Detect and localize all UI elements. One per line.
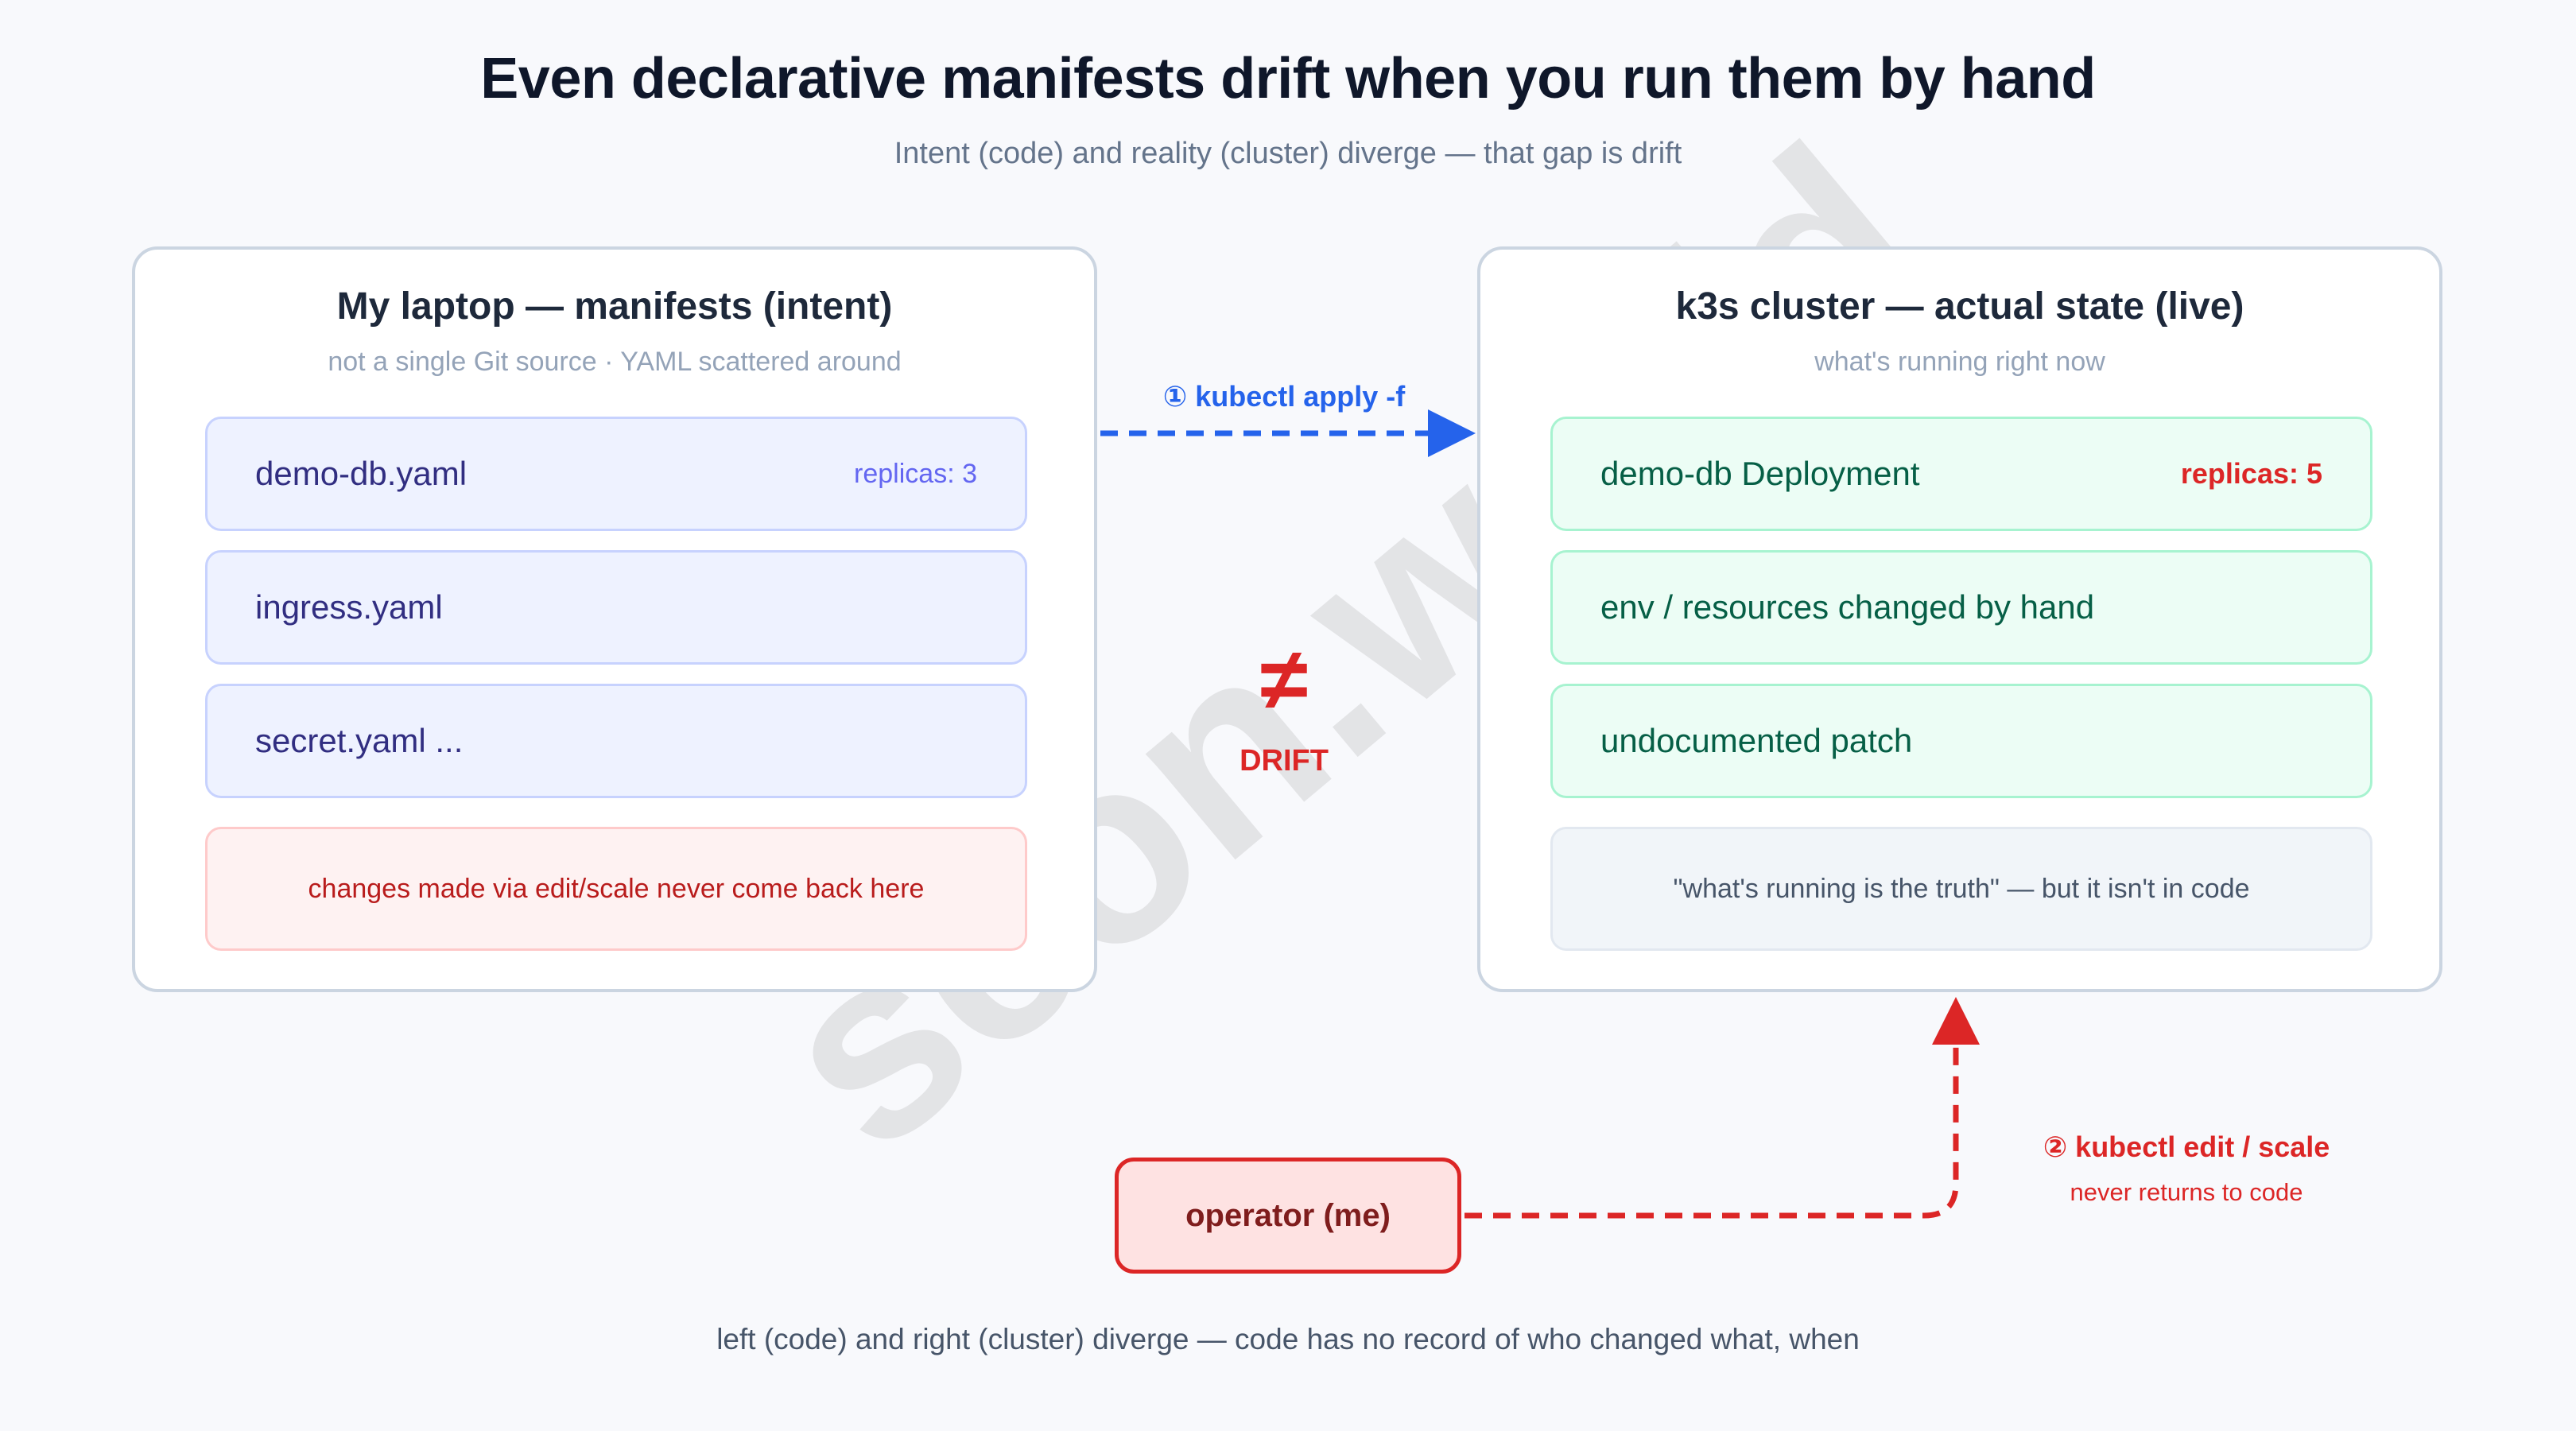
- manifest-item-ingress: ingress.yaml: [205, 550, 1027, 665]
- cluster-item-label: undocumented patch: [1600, 722, 1913, 759]
- laptop-note-text: changes made via edit/scale never come b…: [308, 873, 925, 904]
- cluster-replicas: replicas: 5: [2180, 457, 2322, 490]
- cluster-note-text: "what's running is the truth" — but it i…: [1673, 873, 2250, 904]
- manifest-item-label: ingress.yaml: [255, 588, 443, 626]
- cluster-item-label: env / resources changed by hand: [1600, 588, 2095, 626]
- manifest-item-secret: secret.yaml ...: [205, 684, 1027, 798]
- edit-arrow-note: never returns to code: [2070, 1178, 2303, 1206]
- edit-arrow-label: ② kubectl edit / scale: [2043, 1130, 2330, 1163]
- cluster-panel-subtitle: what's running right now: [1814, 347, 2105, 377]
- cluster-note: "what's running is the truth" — but it i…: [1550, 827, 2372, 951]
- manifest-item-label: secret.yaml ...: [255, 722, 464, 759]
- laptop-note: changes made via edit/scale never come b…: [205, 827, 1027, 951]
- not-equal-icon: ≠: [1259, 630, 1309, 728]
- cluster-item-patch: undocumented patch: [1550, 684, 2372, 798]
- laptop-panel: My laptop — manifests (intent) not a sin…: [132, 246, 1097, 992]
- cluster-panel-title: k3s cluster — actual state (live): [1675, 285, 2244, 328]
- apply-arrow-head: [1428, 409, 1476, 457]
- cluster-item-label: demo-db Deployment: [1600, 455, 1920, 492]
- edit-arrow-line: [1465, 1041, 1959, 1219]
- manifest-item-label: demo-db.yaml: [255, 455, 467, 492]
- manifest-item-demo-db: demo-db.yaml replicas: 3: [205, 417, 1027, 531]
- operator-box: operator (me): [1115, 1158, 1461, 1274]
- manifest-replicas: replicas: 3: [854, 458, 977, 489]
- page-title: Even declarative manifests drift when yo…: [480, 47, 2096, 111]
- edit-arrow-head: [1932, 997, 1980, 1045]
- cluster-item-env: env / resources changed by hand: [1550, 550, 2372, 665]
- laptop-panel-title: My laptop — manifests (intent): [336, 285, 893, 328]
- drift-label: DRIFT: [1240, 744, 1329, 778]
- cluster-item-deployment: demo-db Deployment replicas: 5: [1550, 417, 2372, 531]
- page-subtitle: Intent (code) and reality (cluster) dive…: [894, 137, 1682, 170]
- operator-label: operator (me): [1185, 1197, 1391, 1233]
- apply-arrow-label: ① kubectl apply -f: [1162, 380, 1406, 413]
- cluster-panel: k3s cluster — actual state (live) what's…: [1477, 246, 2442, 992]
- footer-caption: left (code) and right (cluster) diverge …: [716, 1323, 1860, 1355]
- laptop-panel-subtitle: not a single Git source · YAML scattered…: [328, 347, 902, 377]
